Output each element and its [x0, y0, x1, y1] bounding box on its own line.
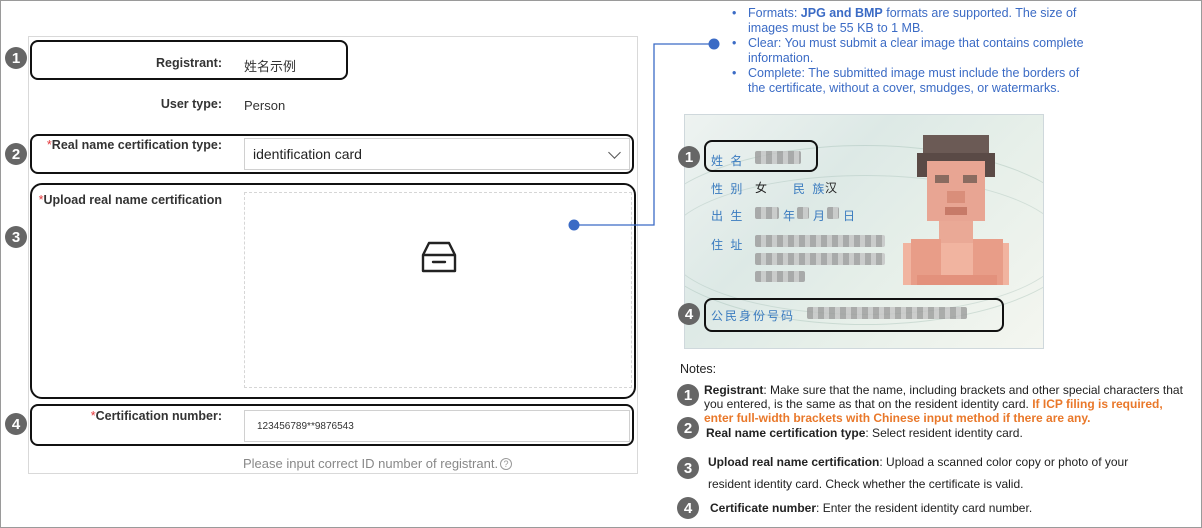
- callout-4: 4: [5, 413, 27, 435]
- card-address-blurred: [755, 271, 805, 282]
- help-text: Please input correct ID number of regist…: [243, 456, 499, 471]
- requirement-complete: Complete: The submitted image must inclu…: [730, 66, 1090, 96]
- cert-number-input[interactable]: 123456789**9876543: [244, 410, 630, 442]
- notes-title: Notes:: [680, 362, 717, 376]
- card-birth-label: 出 生: [711, 209, 745, 223]
- required-mark: *: [46, 138, 52, 152]
- card-ethnic-value: 汉: [825, 181, 838, 195]
- card-birth-month-blurred: [797, 207, 809, 219]
- note-upload-text: : Upload a scanned color copy or photo o…: [708, 455, 1129, 491]
- card-year-label: 年: [783, 209, 798, 223]
- upload-label-text: Upload real name certification: [43, 193, 222, 207]
- formats-prefix: Formats:: [748, 6, 801, 20]
- card-month-label: 月: [813, 209, 828, 223]
- requirement-formats: Formats: JPG and BMP formats are support…: [730, 6, 1090, 36]
- formats-rest: formats are supported. The size of image…: [748, 6, 1077, 35]
- requirement-clear: Clear: You must submit a clear image tha…: [730, 36, 1090, 66]
- note-registrant-warning: If ICP filing is required, enter full-wi…: [704, 397, 1163, 425]
- user-type-label: User type:: [160, 97, 222, 111]
- cert-type-select[interactable]: identification card: [244, 138, 630, 170]
- upload-dropzone[interactable]: [244, 192, 632, 388]
- highlight-card-id: [704, 298, 1004, 332]
- required-mark: *: [38, 193, 44, 207]
- card-address-blurred: [755, 253, 885, 265]
- cert-type-selected-value: identification card: [253, 146, 362, 162]
- connector-line: [568, 38, 720, 231]
- highlight-cert-number: [30, 404, 634, 446]
- card-address-blurred: [755, 235, 885, 247]
- card-callout-1: 1: [678, 146, 700, 168]
- highlight-registrant: [30, 40, 348, 80]
- card-id-blurred: [807, 307, 967, 319]
- note-cert-number-bold: Certificate number: [710, 501, 817, 515]
- note-callout-4: 4: [677, 497, 699, 519]
- card-callout-4: 4: [678, 303, 700, 325]
- note-registrant-bold: Registrant: [704, 383, 764, 397]
- note-callout-2: 2: [677, 417, 699, 439]
- cert-number-help: Please input correct ID number of regist…: [243, 456, 513, 471]
- cert-type-label-text: Real name certification type:: [51, 138, 222, 152]
- note-cert-number: Certificate number: Enter the resident i…: [710, 501, 1180, 515]
- note-registrant: Registrant: Make sure that the name, inc…: [704, 383, 1190, 425]
- note-cert-type: Real name certification type: Select res…: [706, 426, 1186, 440]
- card-day-label: 日: [843, 209, 858, 223]
- upload-label: *Upload real name certification: [36, 193, 222, 207]
- note-upload-bold: Upload real name certification: [708, 455, 880, 469]
- user-type-value: Person: [244, 98, 286, 113]
- cert-type-label: *Real name certification type:: [36, 138, 222, 152]
- card-address-label: 住 址: [711, 238, 745, 252]
- required-mark: *: [90, 409, 96, 423]
- registrant-label: Registrant:: [156, 56, 222, 70]
- callout-2: 2: [5, 143, 27, 165]
- highlight-upload: [30, 183, 636, 399]
- highlight-cert-type: [30, 134, 634, 174]
- note-cert-type-bold: Real name certification type: [706, 426, 866, 440]
- formats-bold: JPG and BMP: [800, 6, 883, 20]
- upload-requirements: Formats: JPG and BMP formats are support…: [730, 6, 1090, 96]
- note-cert-number-text: : Enter the resident identity card numbe…: [816, 501, 1033, 515]
- card-id-label: 公民身份号码: [711, 309, 796, 323]
- registrant-value: 姓名示例: [244, 59, 297, 74]
- question-icon[interactable]: ?: [500, 458, 513, 470]
- cert-number-label-text: Certification number:: [95, 409, 222, 423]
- id-card-sample: 姓 名 性 别 女 民 族 汉 出 生 年 月 日 住 址 公民身份号码: [684, 114, 1044, 349]
- card-photo-pixelated: [903, 135, 1009, 285]
- note-cert-type-text: : Select resident identity card.: [865, 426, 1023, 440]
- note-callout-3: 3: [677, 457, 699, 479]
- card-name-blurred: [755, 151, 801, 164]
- note-registrant-text: : Make sure that the name, including bra…: [704, 383, 1183, 411]
- card-pattern: [685, 145, 1043, 325]
- card-name-label: 姓 名: [711, 154, 745, 168]
- note-callout-1: 1: [677, 384, 699, 406]
- callout-1: 1: [5, 47, 27, 69]
- card-ethnic-label: 民 族: [793, 182, 827, 196]
- cert-number-label: *Certification number:: [36, 409, 222, 423]
- note-upload: Upload real name certification: Upload a…: [708, 451, 1172, 495]
- card-sex-value: 女: [755, 181, 768, 195]
- card-sex-label: 性 别: [711, 182, 745, 196]
- card-birth-day-blurred: [827, 207, 839, 219]
- inbox-upload-icon: [421, 241, 457, 273]
- cert-number-value: 123456789**9876543: [257, 421, 354, 432]
- card-birth-year-blurred: [755, 207, 779, 219]
- callout-3: 3: [5, 226, 27, 248]
- highlight-card-name: [704, 140, 818, 172]
